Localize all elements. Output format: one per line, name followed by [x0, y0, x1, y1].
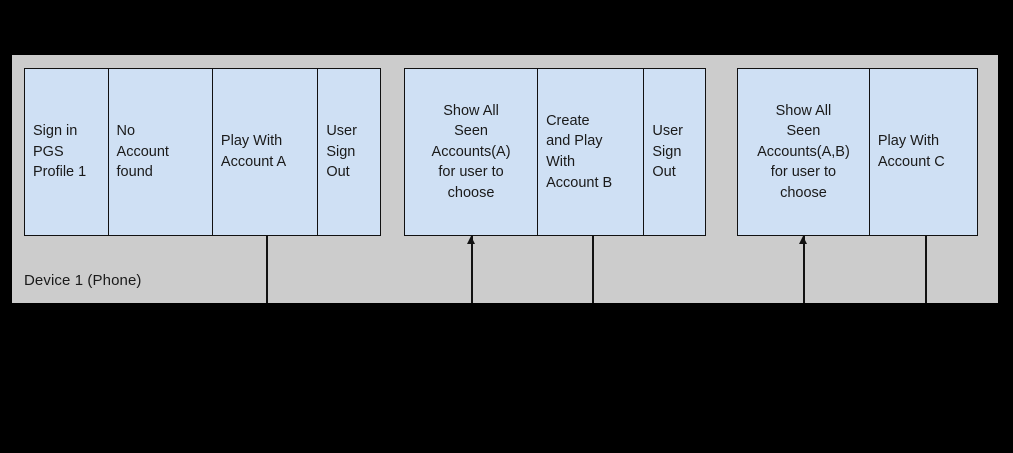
flow-line-connector-1 — [266, 236, 268, 303]
state-box-label: Show All Seen Accounts(A,B) for user to … — [757, 102, 850, 201]
flow-line-connector-3 — [592, 236, 594, 303]
state-box-group-3: Show All Seen Accounts(A,B) for user to … — [737, 68, 978, 236]
state-box-group-1: Sign in PGS Profile 1 No Account found Pla… — [24, 68, 381, 236]
state-box-create-and-play-with-account-b[interactable]: Create and Play With Account B — [538, 69, 645, 235]
state-box-sign-in-pgs-profile-1[interactable]: Sign in PGS Profile 1 — [25, 69, 109, 235]
state-box-no-account-found[interactable]: No Account found — [108, 69, 213, 235]
state-box-group-2: Show All Seen Accounts(A) for user to ch… — [404, 68, 706, 236]
flow-arrow-line-connector-4 — [803, 236, 805, 303]
flow-arrow-line-connector-2 — [471, 236, 473, 303]
device-lane-label: Device 1 (Phone) — [24, 272, 142, 289]
flow-line-connector-5 — [925, 236, 927, 303]
arrowhead-icon-connector-4 — [799, 236, 808, 244]
state-box-show-all-seen-accounts-a[interactable]: Show All Seen Accounts(A) for user to ch… — [405, 69, 539, 235]
state-box-user-sign-out-2[interactable]: User Sign Out — [644, 69, 705, 235]
state-box-label: No Account found — [116, 123, 169, 181]
arrowhead-icon-connector-2 — [467, 236, 476, 244]
state-box-label: Create and Play With Account B — [546, 112, 613, 191]
state-box-play-with-account-c[interactable]: Play With Account C — [869, 69, 977, 235]
state-box-label: Show All Seen Accounts(A) for user to ch… — [431, 102, 511, 201]
state-box-label: Play With Account C — [877, 133, 945, 170]
state-box-label: User Sign Out — [326, 123, 357, 181]
state-box-label: Sign in PGS Profile 1 — [33, 123, 87, 181]
state-box-label: Play With Account A — [220, 133, 287, 170]
state-box-play-with-account-a[interactable]: Play With Account A — [212, 69, 319, 235]
state-box-user-sign-out-1[interactable]: User Sign Out — [318, 69, 380, 235]
state-box-label: User Sign Out — [652, 123, 683, 181]
state-box-show-all-seen-accounts-ab[interactable]: Show All Seen Accounts(A,B) for user to … — [738, 69, 870, 235]
